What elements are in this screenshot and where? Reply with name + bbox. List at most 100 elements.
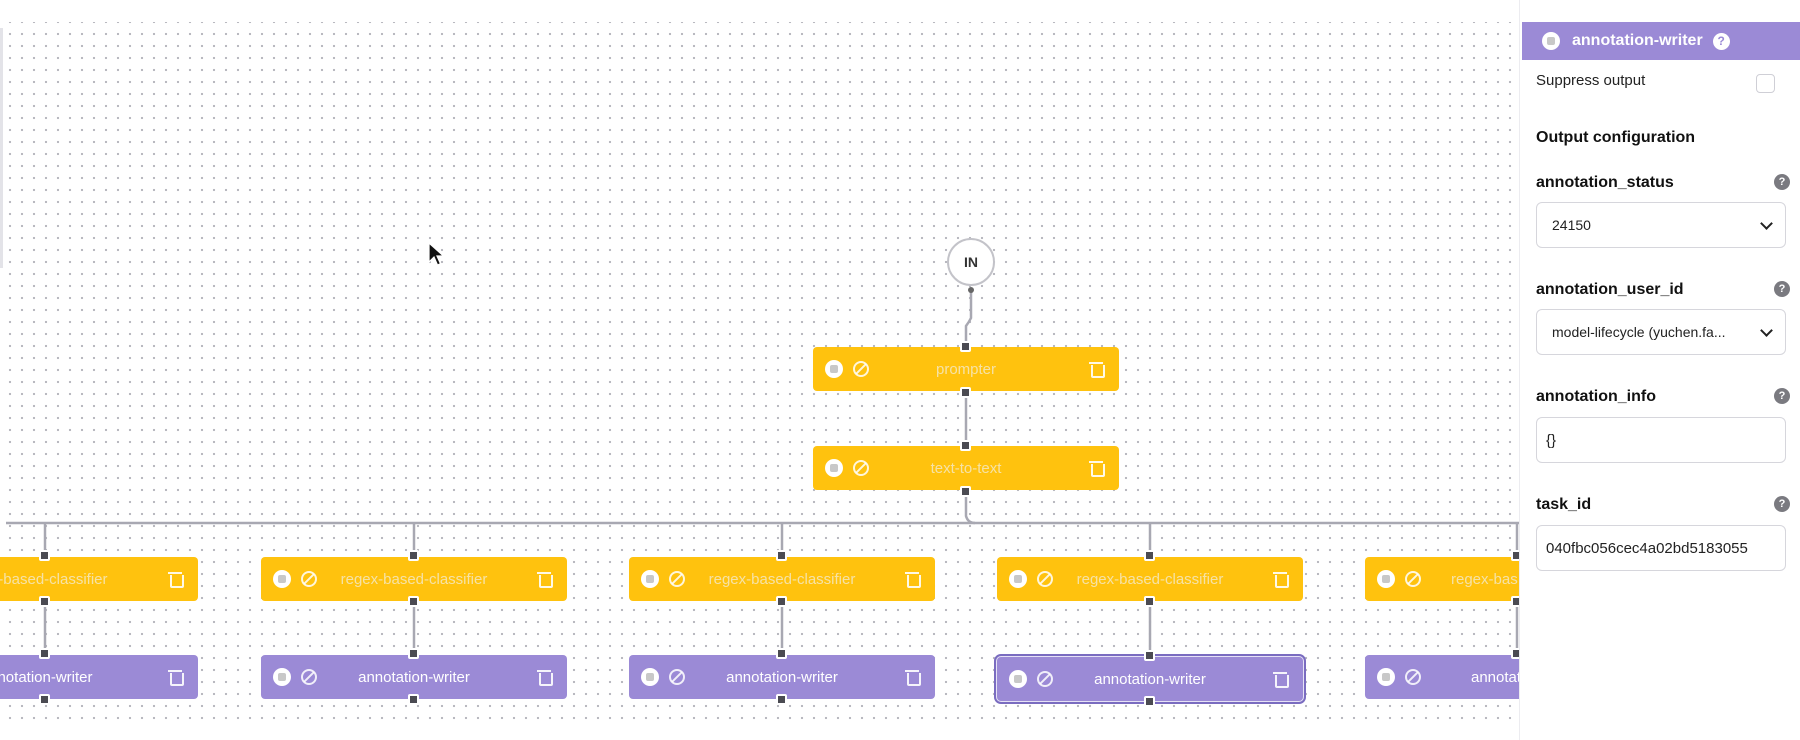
trash-icon[interactable] xyxy=(1273,570,1289,588)
node-label: annotation-writer xyxy=(726,668,838,686)
annotation-status-help-icon[interactable]: ? xyxy=(1774,174,1790,190)
node-writer-4-selected[interactable]: annotation-writer xyxy=(994,654,1306,704)
canvas-left-scrollbar[interactable] xyxy=(0,28,3,268)
port[interactable] xyxy=(960,440,971,451)
trash-icon[interactable] xyxy=(168,668,184,686)
port[interactable] xyxy=(1144,596,1155,607)
port[interactable] xyxy=(408,596,419,607)
canvas-bottom-margin xyxy=(0,724,1519,740)
node-label: ex-based-classifier xyxy=(0,570,108,588)
node-label: annotation-writer xyxy=(1094,670,1206,688)
port[interactable] xyxy=(1511,648,1519,659)
node-type-icon xyxy=(1377,570,1395,588)
node-label: text-to-text xyxy=(930,459,1002,477)
trash-icon[interactable] xyxy=(168,570,184,588)
annotation-status-label: annotation_status xyxy=(1536,174,1674,191)
chevron-down-icon xyxy=(1760,217,1773,230)
trash-icon[interactable] xyxy=(537,668,553,686)
port[interactable] xyxy=(408,648,419,659)
port[interactable] xyxy=(408,550,419,561)
annotation-status-value: 24150 xyxy=(1552,217,1591,233)
node-classifier-4[interactable]: regex-based-classifier xyxy=(997,557,1303,601)
trash-icon[interactable] xyxy=(905,668,921,686)
node-label: notation-writer xyxy=(0,668,93,686)
canvas-top-margin xyxy=(0,0,1519,22)
workflow-canvas[interactable]: IN prompter text-to-text ex-based-classi… xyxy=(0,0,1519,740)
disable-icon[interactable] xyxy=(853,460,869,476)
port[interactable] xyxy=(1144,550,1155,561)
trash-icon[interactable] xyxy=(1273,670,1289,688)
port[interactable] xyxy=(408,694,419,705)
node-classifier-3[interactable]: regex-based-classifier xyxy=(629,557,935,601)
annotation-info-value: {} xyxy=(1546,431,1557,449)
node-writer-5[interactable]: annotat xyxy=(1365,655,1519,699)
in-output-dot xyxy=(968,287,974,293)
port[interactable] xyxy=(960,387,971,398)
edge-layer xyxy=(6,287,1519,656)
port[interactable] xyxy=(39,596,50,607)
annotation-user-id-select[interactable]: model-lifecycle (yuchen.fa... xyxy=(1536,309,1786,355)
node-config-panel: annotation-writer ? Suppress output Outp… xyxy=(1519,0,1800,740)
port[interactable] xyxy=(776,550,787,561)
port[interactable] xyxy=(960,486,971,497)
annotation-info-label: annotation_info xyxy=(1536,388,1656,405)
node-label: regex-based-classifier xyxy=(340,570,488,588)
trash-icon[interactable] xyxy=(905,570,921,588)
port[interactable] xyxy=(1144,696,1155,707)
annotation-info-help-icon[interactable]: ? xyxy=(1774,388,1790,404)
node-type-icon xyxy=(1009,570,1027,588)
annotation-info-input[interactable]: {} xyxy=(1536,417,1786,463)
port[interactable] xyxy=(39,694,50,705)
task-id-input[interactable]: 040fbc056cec4a02bd5183055 xyxy=(1536,525,1786,571)
disable-icon[interactable] xyxy=(1037,671,1053,687)
annotation-status-select[interactable]: 24150 xyxy=(1536,202,1786,248)
port[interactable] xyxy=(1144,650,1155,661)
suppress-output-checkbox[interactable] xyxy=(1756,74,1775,93)
task-id-value: 040fbc056cec4a02bd5183055 xyxy=(1546,539,1748,557)
port[interactable] xyxy=(1511,596,1519,607)
node-type-icon xyxy=(1377,668,1395,686)
disable-icon[interactable] xyxy=(853,361,869,377)
node-classifier-5[interactable]: regex-bas xyxy=(1365,557,1519,601)
disable-icon[interactable] xyxy=(1405,669,1421,685)
port[interactable] xyxy=(39,550,50,561)
node-classifier-1[interactable]: ex-based-classifier xyxy=(0,557,198,601)
port[interactable] xyxy=(960,341,971,352)
disable-icon[interactable] xyxy=(669,669,685,685)
port[interactable] xyxy=(776,694,787,705)
port[interactable] xyxy=(776,596,787,607)
node-type-icon xyxy=(1009,670,1027,688)
node-text-to-text[interactable]: text-to-text xyxy=(813,446,1119,490)
port[interactable] xyxy=(39,648,50,659)
node-label: regex-based-classifier xyxy=(708,570,856,588)
port[interactable] xyxy=(776,648,787,659)
input-node-label: IN xyxy=(964,254,978,270)
disable-icon[interactable] xyxy=(301,669,317,685)
node-classifier-2[interactable]: regex-based-classifier xyxy=(261,557,567,601)
trash-icon[interactable] xyxy=(1089,360,1105,378)
task-id-label: task_id xyxy=(1536,496,1592,513)
node-label: prompter xyxy=(935,360,997,378)
node-writer-2[interactable]: annotation-writer xyxy=(261,655,567,699)
disable-icon[interactable] xyxy=(1037,571,1053,587)
annotation-user-id-help-icon[interactable]: ? xyxy=(1774,281,1790,297)
port[interactable] xyxy=(1511,550,1519,561)
annotation-user-id-label: annotation_user_id xyxy=(1536,281,1684,298)
disable-icon[interactable] xyxy=(669,571,685,587)
disable-icon[interactable] xyxy=(301,571,317,587)
edge-in-prompter xyxy=(964,290,973,346)
help-icon[interactable]: ? xyxy=(1712,32,1730,50)
task-id-help-icon[interactable]: ? xyxy=(1774,496,1790,512)
node-prompter[interactable]: prompter xyxy=(813,347,1119,391)
input-node[interactable]: IN xyxy=(947,238,995,286)
chevron-down-icon xyxy=(1760,324,1773,337)
node-type-icon xyxy=(273,570,291,588)
trash-icon[interactable] xyxy=(1089,459,1105,477)
suppress-output-label: Suppress output xyxy=(1536,72,1646,89)
node-writer-1[interactable]: notation-writer xyxy=(0,655,198,699)
annotation-user-id-value: model-lifecycle (yuchen.fa... xyxy=(1552,324,1726,340)
node-type-icon xyxy=(825,459,843,477)
node-writer-3[interactable]: annotation-writer xyxy=(629,655,935,699)
trash-icon[interactable] xyxy=(537,570,553,588)
disable-icon[interactable] xyxy=(1405,571,1421,587)
